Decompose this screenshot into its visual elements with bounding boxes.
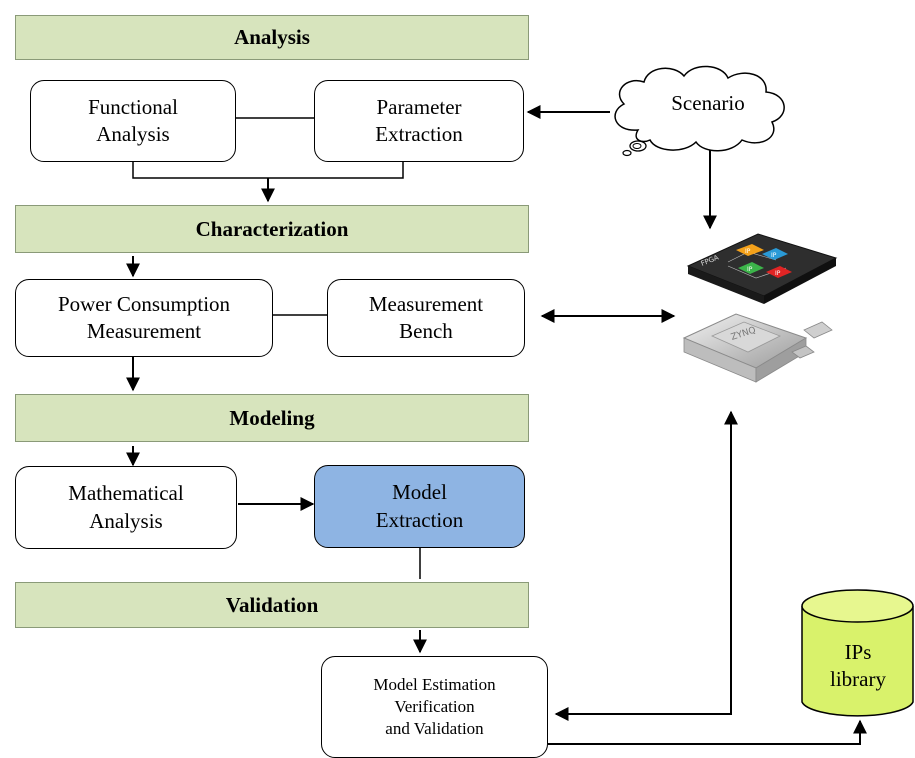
functional-analysis-box: Functional Analysis: [30, 80, 236, 162]
measurement-bench-box: Measurement Bench: [327, 279, 525, 357]
scenario-label: Scenario: [671, 91, 745, 116]
phase-analysis: Analysis: [15, 15, 529, 60]
ip-text-3: IP: [747, 266, 753, 273]
zynq-chip-icon: ZYNQ: [682, 313, 833, 383]
bracket-analysis: [132, 161, 404, 179]
phase-modeling: Modeling: [15, 394, 529, 442]
arrow-estimation-chip: [554, 410, 738, 721]
power-consumption-box: Power Consumption Measurement: [15, 279, 273, 357]
phase-validation: Validation: [15, 582, 529, 628]
ip-text-4: IP: [775, 270, 781, 277]
ip-text-1: IP: [745, 248, 751, 255]
scenario-cloud-icon: [614, 65, 785, 157]
phase-characterization: Characterization: [15, 205, 529, 253]
ip-text-2: IP: [771, 252, 777, 259]
ips-library-icon: [801, 589, 914, 717]
mathematical-analysis-box: Mathematical Analysis: [15, 466, 237, 549]
arrow-estimation-library: [548, 719, 867, 745]
model-extraction-box: Model Extraction: [314, 465, 525, 548]
parameter-extraction-box: Parameter Extraction: [314, 80, 524, 162]
ips-library-label: IPs library: [830, 639, 886, 691]
model-estimation-box: Model Estimation Verification and Valida…: [321, 656, 548, 758]
fpga-chip-icon: FPGA IP IP IP IP: [686, 233, 838, 304]
